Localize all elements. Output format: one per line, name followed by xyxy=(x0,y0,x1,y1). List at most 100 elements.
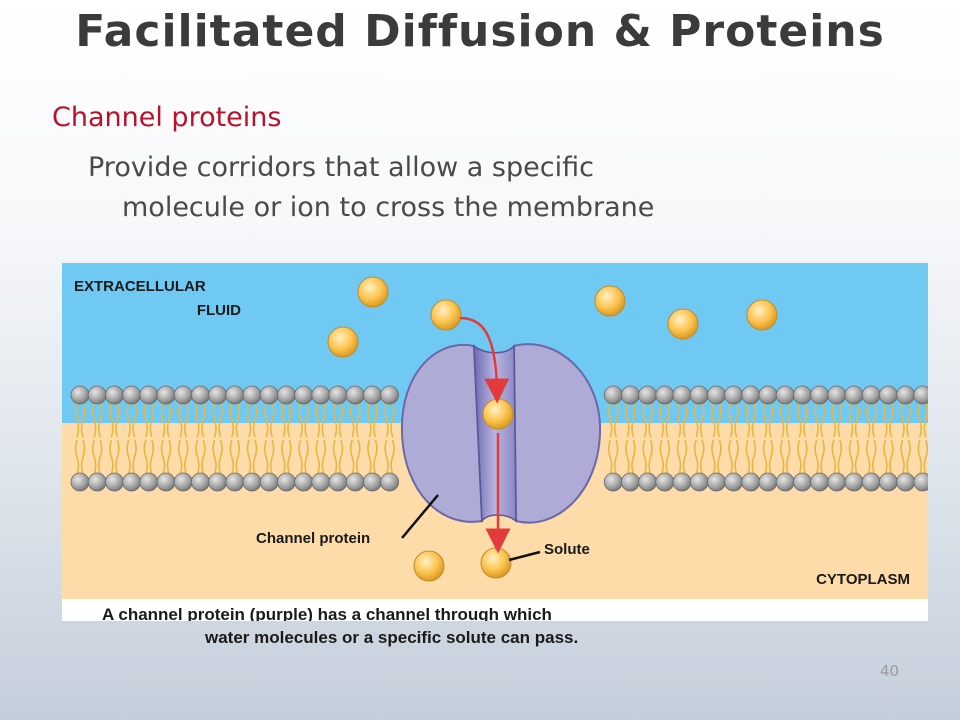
channel-protein-leader-line xyxy=(401,494,439,539)
lipid-tail xyxy=(80,439,86,475)
lipid-tail xyxy=(315,402,321,438)
lipid-tail xyxy=(315,439,321,475)
lipid-head xyxy=(294,472,314,492)
lipid-tail xyxy=(252,402,258,438)
lipid-head xyxy=(105,385,124,405)
lipid-tail xyxy=(212,402,217,438)
lipid-tail xyxy=(607,439,613,475)
lipid-tail xyxy=(676,439,682,475)
lipid-tail xyxy=(865,439,871,475)
lipid-tail xyxy=(711,439,716,475)
lipid-tail xyxy=(355,439,361,475)
lipid-tail xyxy=(177,439,183,475)
lipid-head xyxy=(311,472,331,492)
lipid-tail xyxy=(917,439,923,475)
lipid-head xyxy=(758,385,778,405)
lipid-tail xyxy=(831,402,837,438)
lipid-tail xyxy=(831,439,837,475)
subheading: Channel proteins xyxy=(52,102,282,133)
lipid-tail xyxy=(304,439,309,475)
label-extracellular-2: FLUID xyxy=(197,302,241,319)
lipid-tail xyxy=(367,439,372,475)
lipid-tail xyxy=(797,439,802,475)
lipid-head xyxy=(362,472,382,492)
page-number: 40 xyxy=(880,662,900,680)
lipid-tail xyxy=(218,402,223,438)
caption-line-2: water molecules or a specific solute can… xyxy=(205,628,579,647)
caption-line-1: A channel protein (purple) has a channel… xyxy=(102,605,552,621)
solute-particle xyxy=(327,326,359,358)
lipid-head xyxy=(156,385,176,405)
lipid-head xyxy=(122,472,141,492)
solute-particle xyxy=(594,285,626,317)
lipid-head xyxy=(896,385,915,405)
lipid-tail xyxy=(201,402,206,438)
lipid-tail xyxy=(814,439,819,475)
lipid-tail xyxy=(923,402,928,438)
lipid-head xyxy=(173,472,193,492)
lipid-tail xyxy=(883,402,888,438)
lipid-tail xyxy=(212,439,217,475)
lipid-tail xyxy=(848,402,854,438)
lipid-tail xyxy=(338,439,344,475)
body-text: Provide corridors that allow a specific … xyxy=(88,148,788,228)
lipid-tail xyxy=(390,439,395,475)
lipid-head xyxy=(380,385,400,405)
lipid-tail xyxy=(91,402,97,438)
lipid-tail xyxy=(768,402,774,438)
channel-protein-diagram: EXTRACELLULAR FLUID Channel protein Solu… xyxy=(62,263,928,621)
lipid-tail xyxy=(115,439,120,475)
lipid-tail xyxy=(779,402,785,438)
lipid-tail xyxy=(263,439,269,475)
lipid-tail xyxy=(607,402,613,438)
lipid-tail xyxy=(762,402,768,438)
lipid-tail xyxy=(229,402,235,438)
lipid-tail xyxy=(613,402,619,438)
lipid-tail xyxy=(298,402,303,438)
lipid-tail xyxy=(149,402,155,438)
lipid-tail xyxy=(281,439,286,475)
solute-particle xyxy=(413,550,445,582)
lipid-head xyxy=(122,385,141,405)
lipid-tail xyxy=(631,439,636,475)
lipid-tail xyxy=(177,402,183,438)
lipid-tail xyxy=(201,439,206,475)
lipid-head xyxy=(758,472,778,492)
lipid-tail xyxy=(126,439,131,475)
lipid-head xyxy=(672,385,692,405)
solute-particle xyxy=(357,276,389,308)
lipid-tail xyxy=(785,439,791,475)
lipid-tail xyxy=(693,402,699,438)
lipid-tail xyxy=(384,439,389,475)
lipid-head xyxy=(775,472,795,492)
lipid-tail xyxy=(693,439,699,475)
lipid-tail xyxy=(745,439,751,475)
lipid-tail xyxy=(263,402,269,438)
lipid-head xyxy=(879,472,898,492)
lipid-head xyxy=(345,472,365,492)
lipid-head xyxy=(775,385,795,405)
lipid-tail xyxy=(373,439,378,475)
lipid-head xyxy=(827,385,847,405)
lipid-head xyxy=(793,472,812,492)
lipid-tail xyxy=(80,402,86,438)
lipid-head xyxy=(655,385,675,405)
lipid-head xyxy=(242,472,262,492)
lipid-head xyxy=(87,385,107,405)
lipid-tail xyxy=(160,402,166,438)
lipid-head xyxy=(139,385,159,405)
solute-path-arrow-top xyxy=(459,316,510,404)
lipid-tail xyxy=(115,402,120,438)
lipid-head xyxy=(208,385,228,405)
lipid-tail xyxy=(235,439,241,475)
lipid-head xyxy=(225,472,245,492)
lipid-tail xyxy=(109,402,114,438)
lipid-tail xyxy=(699,439,705,475)
lipid-head xyxy=(724,472,743,492)
lipid-bilayer xyxy=(70,385,928,492)
lipid-tail xyxy=(246,402,252,438)
lipid-tail xyxy=(917,402,923,438)
lipid-tail xyxy=(613,439,619,475)
lipid-tail xyxy=(665,439,671,475)
solute-particle xyxy=(746,299,778,331)
